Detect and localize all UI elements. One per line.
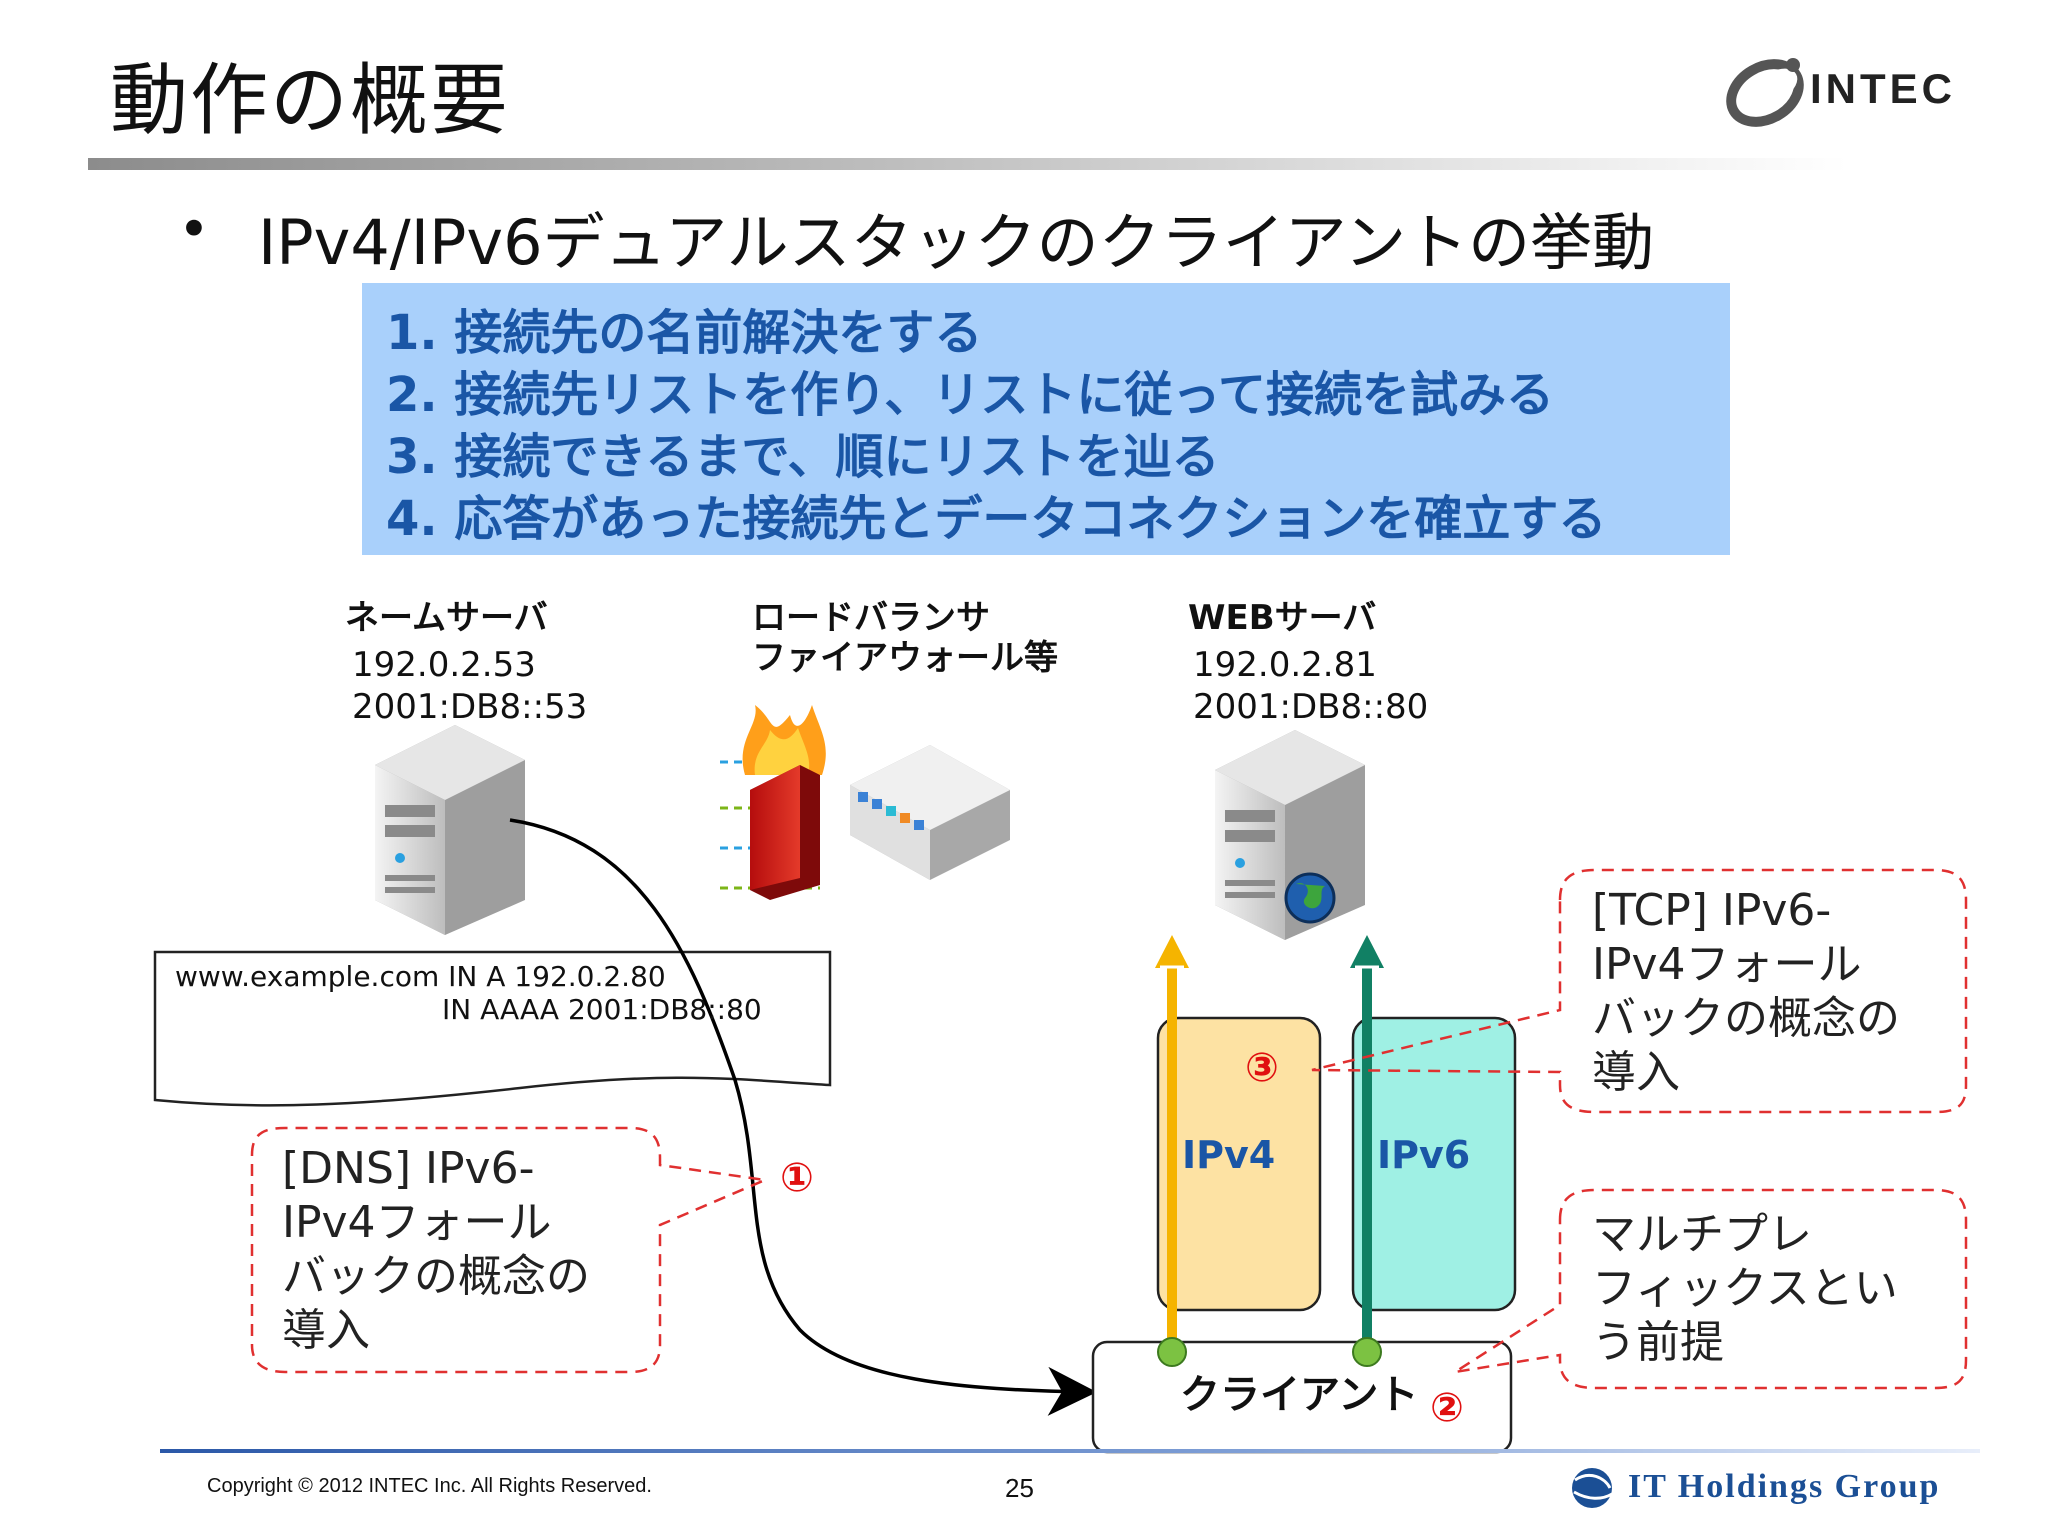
load-balancer-label-1: ロードバランサ <box>752 598 990 638</box>
web-server-ipv6: 2001:DB8::80 <box>1193 687 1429 727</box>
it-holdings-icon <box>1572 1468 1613 1508</box>
web-server-label: WEBサーバ <box>1188 598 1377 638</box>
callout-tcp-line: 導入 <box>1592 1047 1680 1098</box>
marker-3: ③ <box>1245 1045 1279 1091</box>
firewall-icon <box>720 705 826 900</box>
callout-dns: [DNS] IPv6- IPv4フォール バックの概念の 導入 <box>282 1142 590 1358</box>
title-underline <box>88 158 1848 170</box>
marker-2: ② <box>1430 1385 1464 1431</box>
callout-dns-line: [DNS] IPv6- <box>282 1143 535 1194</box>
page-number: 25 <box>1005 1473 1034 1503</box>
steps-box: 1. 接続先の名前解決をする 2. 接続先リストを作り、リストに従って接続を試み… <box>362 283 1730 555</box>
step-1: 1. 接続先の名前解決をする <box>386 305 983 361</box>
bullet-heading: IPv4/IPv6デュアルスタックのクライアントの挙動 <box>258 206 1655 279</box>
callout-dns-border <box>250 1126 770 1374</box>
callout-multiprefix: マルチプレ フィックスとい う前提 <box>1592 1208 1898 1370</box>
callout-tcp-line: バックの概念の <box>1592 993 1900 1044</box>
bullet-dot: • <box>178 198 210 261</box>
callout-tcp-border <box>1311 868 1968 1114</box>
slide-title: 動作の概要 <box>110 56 511 146</box>
copyright: Copyright © 2012 INTEC Inc. All Rights R… <box>207 1475 652 1497</box>
dns-record-aaaa: IN AAAA 2001:DB8::80 <box>442 993 762 1026</box>
ipv4-stack-box <box>1156 1016 1322 1312</box>
intec-logo-text: INTEC <box>1810 65 1956 112</box>
load-balancer-label-2: ファイアウォール等 <box>752 638 1058 678</box>
callout-multiprefix-line: マルチプレ <box>1592 1209 1812 1260</box>
callout-dns-line: IPv4フォール <box>282 1197 552 1248</box>
ipv4-stack-label: IPv4 <box>1182 1133 1276 1177</box>
name-server-icon <box>375 725 525 935</box>
client-label: クライアント <box>1180 1372 1419 1418</box>
ipv6-connection-arrow <box>1350 935 1384 1350</box>
step-4: 4. 応答があった接続先とデータコネクションを確立する <box>386 491 1607 547</box>
callout-tcp-line: IPv4フォール <box>1592 939 1862 990</box>
callout-dns-line: 導入 <box>282 1305 370 1356</box>
dns-record-shape <box>153 950 832 1107</box>
callout-multiprefix-border <box>1454 1188 1968 1390</box>
name-server-ipv6: 2001:DB8::53 <box>352 687 588 727</box>
globe-icon <box>1284 872 1336 924</box>
ipv6-stack-label: IPv6 <box>1377 1133 1471 1177</box>
it-holdings-logo-text: IT Holdings Group <box>1628 1468 1941 1505</box>
footer-rule <box>160 1449 1980 1453</box>
callout-multiprefix-line: フィックスとい <box>1592 1263 1898 1314</box>
dns-flow-arrow <box>509 818 1097 1416</box>
callout-multiprefix-line: う前提 <box>1592 1317 1724 1368</box>
marker-1: ① <box>780 1155 814 1201</box>
name-server-ipv4: 192.0.2.53 <box>352 645 536 685</box>
name-server-label: ネームサーバ <box>345 598 548 638</box>
intec-logo-icon <box>1726 58 1804 127</box>
callout-dns-line: バックの概念の <box>282 1251 590 1302</box>
callout-tcp: [TCP] IPv6- IPv4フォール バックの概念の 導入 <box>1592 884 1900 1100</box>
ipv6-stack-box <box>1351 1016 1517 1312</box>
ipv4-connection-arrow <box>1155 935 1189 1350</box>
dns-record-a: www.example.com IN A 192.0.2.80 <box>175 960 666 993</box>
callout-tcp-line: [TCP] IPv6- <box>1592 885 1832 936</box>
load-balancer-icon <box>850 745 1010 880</box>
step-2: 2. 接続先リストを作り、リストに従って接続を試みる <box>386 367 1555 423</box>
web-server-ipv4: 192.0.2.81 <box>1193 645 1377 685</box>
step-3: 3. 接続できるまで、順にリストを辿る <box>386 429 1220 485</box>
